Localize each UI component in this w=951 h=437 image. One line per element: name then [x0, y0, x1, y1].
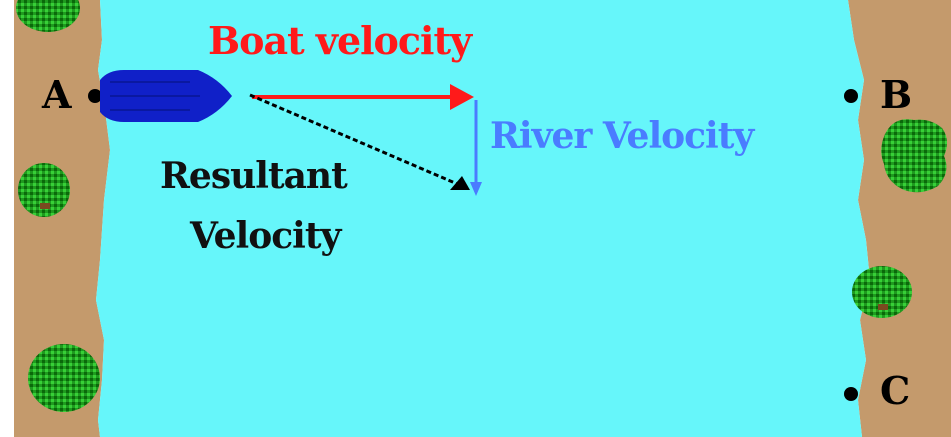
boat-velocity-vector: [252, 84, 474, 110]
boat-velocity-label: Boat velocity: [208, 18, 472, 63]
resultant-velocity-label-line2: Velocity: [190, 215, 341, 257]
resultant-velocity-vector: [249, 93, 470, 190]
left-riverbank: [14, 0, 110, 437]
tree-icon: [852, 266, 912, 318]
right-riverbank: [848, 0, 951, 437]
point-b-dot: [844, 89, 858, 103]
point-a-label: A: [42, 72, 72, 117]
tree-icon: [881, 119, 948, 193]
resultant-velocity-label-line1: Resultant: [160, 155, 348, 197]
tree-icon: [16, 0, 80, 32]
point-a-dot: [88, 89, 102, 103]
river-velocity-label: River Velocity: [490, 115, 754, 157]
point-c-label: C: [880, 368, 911, 413]
tree-icon: [18, 163, 70, 217]
point-b-label: B: [880, 72, 913, 117]
river-water: [96, 0, 870, 437]
point-c-dot: [844, 387, 858, 401]
tree-icon: [28, 344, 100, 412]
river-velocity-vector: [470, 100, 482, 196]
